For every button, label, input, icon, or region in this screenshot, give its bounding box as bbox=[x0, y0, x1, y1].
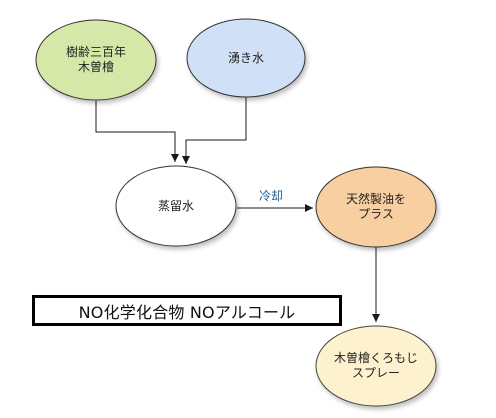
node-natural-oil bbox=[315, 166, 437, 248]
node-spring-water bbox=[186, 18, 306, 98]
edge-hinoki-to-distilled bbox=[95, 101, 179, 162]
node-distilled-water bbox=[115, 165, 237, 247]
node-spray-product bbox=[315, 325, 437, 407]
node-hinoki-tree bbox=[35, 19, 157, 101]
edge-spring-to-distilled bbox=[182, 97, 247, 164]
no-additives-banner: NO化学化合物 NOアルコール bbox=[32, 295, 342, 326]
